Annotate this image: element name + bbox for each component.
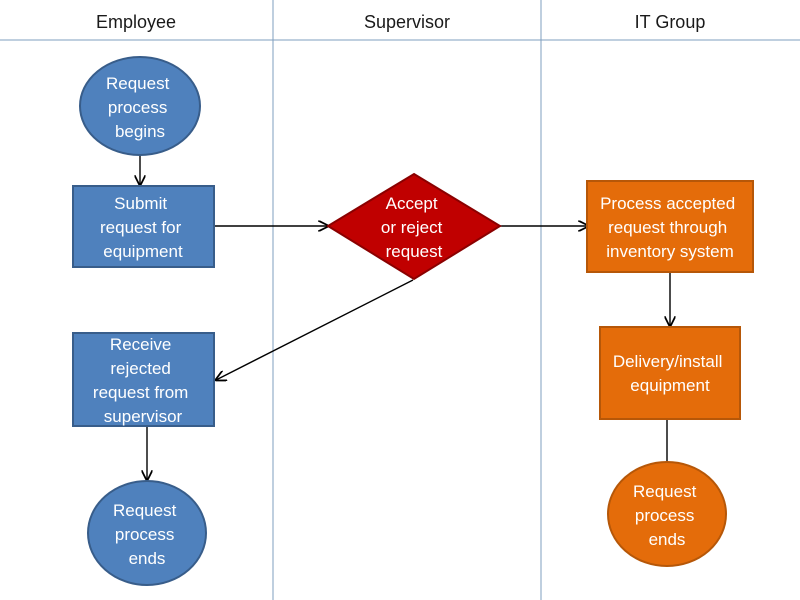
svg-text:Request process be: Request process begins bbox=[106, 74, 174, 141]
node-text-line: begins bbox=[115, 122, 165, 141]
it-process-node: Process accepted request through invento… bbox=[586, 180, 754, 273]
node-text-line: or reject bbox=[381, 218, 443, 237]
lane-title-it-group: IT Group bbox=[635, 12, 706, 32]
node-text-line: Request bbox=[106, 74, 170, 93]
it-end-node: Request process ends bbox=[607, 461, 727, 567]
node-text-line: Request bbox=[633, 482, 697, 501]
lane-title-employee: Employee bbox=[96, 12, 176, 32]
node-text-line: request for bbox=[100, 218, 182, 237]
it-delivery-node: Delivery/install equipment bbox=[599, 326, 741, 420]
employee-receive-rejected-node: Receive rejected request from supervisor bbox=[72, 332, 215, 427]
node-text-line: inventory system bbox=[606, 242, 734, 261]
node-text-line: Request bbox=[113, 501, 177, 520]
node-text-line: Submit bbox=[114, 194, 167, 213]
employee-submit-node: Submit request for equipment bbox=[72, 185, 215, 268]
svg-text:Delivery/install equipme: Delivery/install equipment bbox=[613, 352, 727, 395]
employee-start-node: Request process begins bbox=[79, 56, 201, 156]
node-text-line: ends bbox=[129, 549, 166, 568]
supervisor-decision-node: Accept or reject request bbox=[326, 172, 502, 281]
node-text-line: Process accepted bbox=[600, 194, 735, 213]
svg-text:Request process en: Request process ends bbox=[113, 501, 181, 568]
node-text-line: process bbox=[635, 506, 695, 525]
svg-text:Request process en: Request process ends bbox=[633, 482, 701, 549]
node-text-line: process bbox=[108, 98, 168, 117]
node-text-line: Receive bbox=[110, 335, 171, 354]
node-text-line: process bbox=[115, 525, 175, 544]
arrow-decision-to-receive-rejected bbox=[216, 279, 414, 380]
node-text-line: rejected bbox=[110, 359, 170, 378]
node-text-line: request through bbox=[608, 218, 727, 237]
node-text-line: supervisor bbox=[104, 407, 183, 426]
node-text-line: request from bbox=[93, 383, 188, 402]
node-text-line: request bbox=[386, 242, 443, 261]
svg-text:Accept or reject r: Accept or reject request bbox=[381, 194, 447, 261]
node-text-line: equipment bbox=[103, 242, 183, 261]
employee-end-node: Request process ends bbox=[87, 480, 207, 586]
node-text-line: Accept bbox=[386, 194, 438, 213]
svg-text:Process accepted request: Process accepted request through invento… bbox=[600, 194, 740, 261]
svg-text:Receive rejected r: Receive rejected request from supervisor bbox=[93, 335, 193, 426]
svg-text:Submit request for: Submit request for equipment bbox=[100, 194, 186, 261]
node-text-line: ends bbox=[649, 530, 686, 549]
node-text-line: Delivery/install bbox=[613, 352, 723, 371]
node-text-line: equipment bbox=[630, 376, 710, 395]
lane-title-supervisor: Supervisor bbox=[364, 12, 450, 32]
